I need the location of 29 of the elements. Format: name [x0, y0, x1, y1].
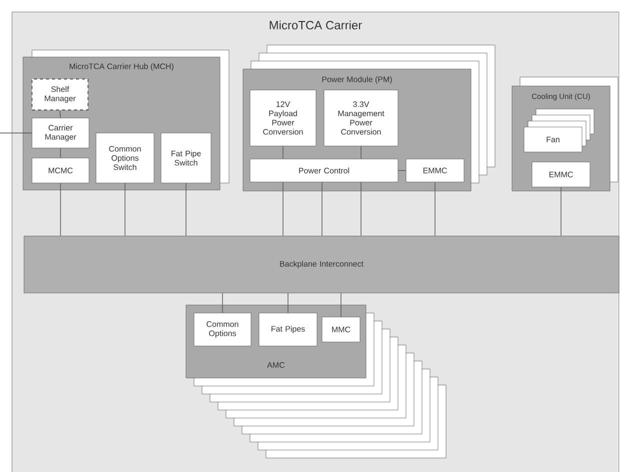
connector-line — [282, 182, 284, 236]
connector-line — [60, 110, 61, 118]
connector-line — [560, 186, 562, 236]
backplane-bar: Backplane Interconnect — [24, 236, 620, 294]
process-box: EMMC — [532, 162, 590, 188]
connector-line — [124, 182, 126, 236]
connector-line — [60, 148, 61, 158]
dashed-box: Shelf Manager — [32, 78, 88, 110]
connector-line — [398, 170, 406, 171]
process-box: MMC — [322, 316, 360, 342]
process-box: MCMC — [32, 158, 90, 184]
process-box: Power Control — [250, 158, 398, 182]
process-box: Common Options — [194, 312, 252, 346]
process-box: Carrier Manager — [32, 118, 90, 148]
process-box: Common Options Switch — [96, 132, 154, 184]
connector-line — [60, 182, 61, 236]
process-box: EMMC — [406, 158, 464, 182]
connector-line — [282, 146, 284, 160]
connector-line — [360, 182, 362, 236]
connector-line — [340, 292, 342, 318]
process-box: Fat Pipe Switch — [160, 132, 212, 184]
connector-line — [222, 292, 223, 314]
process-box: Fan — [524, 126, 582, 152]
connector-line — [360, 146, 362, 160]
connector-line — [434, 182, 436, 236]
process-box: Fat Pipes — [258, 312, 318, 346]
process-box: 3.3V Management Power Conversion — [324, 90, 398, 146]
process-box: 12V Payload Power Conversion — [250, 90, 316, 146]
connector-line — [0, 132, 32, 134]
